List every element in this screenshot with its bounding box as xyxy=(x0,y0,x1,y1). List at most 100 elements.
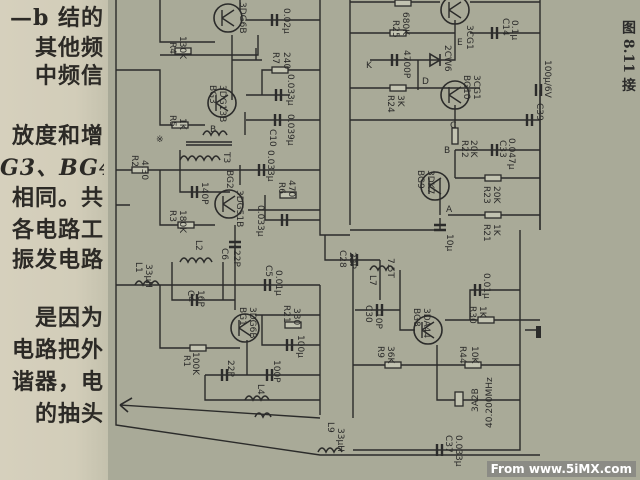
label: 0.047μ xyxy=(506,138,516,170)
inductor-l-ant xyxy=(254,412,272,419)
transistor-bg1 xyxy=(230,313,260,343)
left-book-page: —b 结的 其他频 中频信 放度和增 G3、BG4 相同。共 各电路工 振发电路… xyxy=(0,0,108,480)
label: 22P xyxy=(225,360,235,377)
resistor-r1 xyxy=(189,344,207,352)
label: C xyxy=(450,121,456,131)
label: 0.039μ xyxy=(285,114,295,146)
inductor-l1 xyxy=(134,280,160,287)
text-line: —b 结的 xyxy=(9,5,104,31)
label: 40.200MHz xyxy=(485,377,495,428)
label: 2CW6 xyxy=(442,45,452,72)
label: 0.01μ xyxy=(481,273,491,299)
label: BG9 xyxy=(415,170,425,189)
label: 100K xyxy=(190,352,200,376)
capacitor-c-e1 xyxy=(285,339,294,351)
inductor-l2 xyxy=(179,257,213,264)
capacitor-c-top xyxy=(270,14,279,26)
label: R4 xyxy=(167,42,177,54)
capacitor-c2 xyxy=(265,369,274,381)
label: R5 xyxy=(167,115,177,127)
label: 100P xyxy=(271,360,281,383)
transistor-bg8 xyxy=(413,315,443,345)
label: 680K xyxy=(400,12,410,36)
capacitor-c33 xyxy=(490,144,499,156)
label: 22P xyxy=(231,250,241,267)
text-line: 各电路工 xyxy=(11,217,104,243)
diode-icon xyxy=(429,52,442,68)
capacitor-c5 xyxy=(263,279,272,291)
inductors xyxy=(119,52,541,454)
label: C33 xyxy=(497,140,507,158)
label: C30 xyxy=(363,305,373,323)
transistor-top-right xyxy=(440,0,470,25)
label: BG2 xyxy=(224,170,234,189)
label: 140P xyxy=(199,182,209,205)
label: 7.5T xyxy=(385,258,395,278)
label: R44 xyxy=(457,346,467,364)
transistor-top xyxy=(213,3,243,33)
label: L2 xyxy=(193,240,203,251)
label: BG8 xyxy=(411,308,421,327)
label: C39 xyxy=(534,103,544,121)
wire xyxy=(324,230,540,451)
label: 1K xyxy=(177,118,187,131)
label: C5 xyxy=(263,265,273,277)
wire xyxy=(116,0,320,260)
resistor-r21a xyxy=(284,321,302,329)
resistor-r44 xyxy=(464,361,482,369)
inductor-l7 xyxy=(369,265,395,272)
label: R25 xyxy=(390,20,400,38)
label: B xyxy=(210,125,216,135)
resistor-r30 xyxy=(477,316,495,324)
label: 36K xyxy=(385,346,395,364)
label: 0.01μ xyxy=(273,270,283,296)
capacitor-c6 xyxy=(229,240,241,249)
inductor-l9 xyxy=(317,447,343,454)
label: R23 xyxy=(481,186,491,204)
transformer-t3 xyxy=(179,130,232,162)
transistor-bg2 xyxy=(214,189,244,219)
transistor-bg10 xyxy=(440,80,470,110)
label: 3DA44 xyxy=(421,308,431,338)
label: C10 xyxy=(267,129,277,147)
text-line: 是因为 xyxy=(34,305,104,331)
label: 3CG1 xyxy=(464,25,474,50)
text-line: 谐器，电 xyxy=(11,369,104,395)
capacitor-c14 xyxy=(490,27,499,39)
label: 180K xyxy=(177,210,187,234)
resistor-r23 xyxy=(484,174,502,182)
capacitor-c1 xyxy=(220,369,229,381)
label: 4.30 xyxy=(139,160,149,180)
resistor-r3 xyxy=(177,221,195,229)
label: 3CG1 xyxy=(471,75,481,100)
capacitor-c3 xyxy=(190,186,199,198)
label: C28 xyxy=(337,250,347,268)
label: D xyxy=(422,77,429,87)
label: 33μH xyxy=(335,428,345,452)
label: ※ xyxy=(156,135,164,145)
label: 240 xyxy=(281,52,291,69)
label: R24 xyxy=(385,95,395,113)
label: R1 xyxy=(181,355,191,367)
capacitor-c39 xyxy=(525,114,534,126)
crystal-icon xyxy=(454,391,464,407)
label: R30 xyxy=(467,306,477,324)
transistors xyxy=(207,0,470,345)
capacitors xyxy=(190,14,543,456)
label: 22P xyxy=(347,252,357,269)
resistor-r24 xyxy=(389,84,407,92)
capacitor-c-a xyxy=(434,223,446,232)
label: R3 xyxy=(167,210,177,222)
label: BG3 xyxy=(207,85,217,104)
watermark: From www.5iMX.com xyxy=(486,461,636,477)
transistor-bg3 xyxy=(207,88,237,118)
label: E xyxy=(457,38,463,48)
text-line: 电路把外 xyxy=(11,337,104,363)
label: 20K xyxy=(491,186,501,204)
label: A xyxy=(446,205,453,215)
resistor-r21 xyxy=(484,211,502,219)
label: 0.1μ xyxy=(509,20,519,40)
label: 1K xyxy=(477,306,487,319)
text-line: 的抽头 xyxy=(34,401,104,427)
